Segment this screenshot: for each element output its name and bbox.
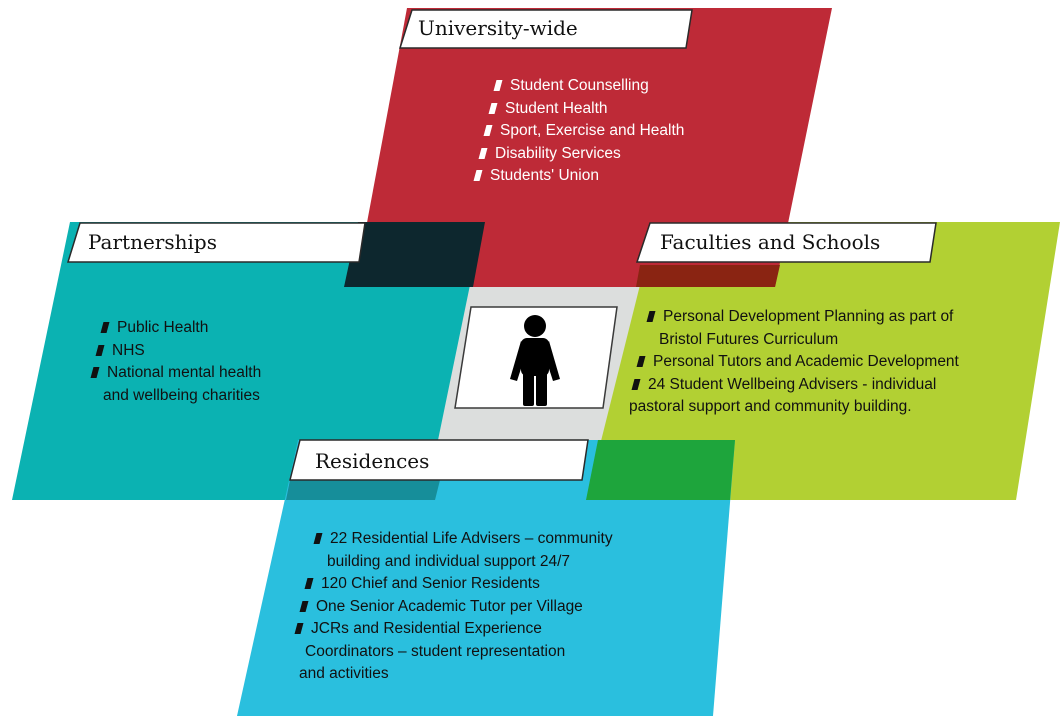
bullet-icon bbox=[636, 356, 646, 367]
bullet-icon bbox=[631, 378, 641, 390]
list-item-text: NHS bbox=[112, 341, 145, 359]
list-item: 24 Student Wellbeing Advisers - individu… bbox=[631, 374, 954, 397]
list-item-text: Personal Development Planning as part of bbox=[663, 308, 954, 325]
partnerships-tab bbox=[66, 222, 366, 263]
list-item: 22 Residential Life Advisers – community bbox=[313, 528, 613, 551]
list-item: Student Health bbox=[488, 98, 689, 121]
list-item-text: Bristol Futures Curriculum bbox=[659, 330, 839, 348]
list-item-text: Sport, Exercise and Health bbox=[500, 122, 685, 139]
list-item: National mental health bbox=[90, 362, 262, 385]
list-item-text: and activities bbox=[299, 665, 389, 682]
list-item: NHS bbox=[95, 340, 266, 363]
list-item-text: Public Health bbox=[117, 319, 209, 336]
list-item-continuation: building and individual support 24/7 bbox=[327, 551, 625, 574]
bullet-icon bbox=[493, 80, 503, 91]
list-item-text: National mental health bbox=[107, 364, 262, 381]
partnerships-list: Public Health NHS National mental health… bbox=[0, 317, 261, 407]
list-item-text: JCRs and Residential Experience bbox=[311, 620, 542, 637]
bullet-icon bbox=[488, 102, 498, 114]
list-item: Personal Tutors and Academic Development bbox=[636, 351, 959, 374]
faculties-list: Personal Development Planning as part of… bbox=[0, 306, 959, 419]
list-item: Public Health bbox=[100, 317, 271, 340]
list-item: Student Counselling bbox=[493, 75, 694, 98]
overlap-faculties-residences bbox=[586, 440, 735, 500]
list-item-text: pastoral support and community building. bbox=[629, 398, 912, 415]
list-item-text: Students' Union bbox=[490, 167, 599, 184]
partnerships-panel bbox=[12, 222, 485, 500]
list-item-continuation: pastoral support and community building. bbox=[629, 396, 950, 419]
list-item-text: Personal Tutors and Academic Development bbox=[653, 353, 959, 370]
residences-panel bbox=[237, 440, 735, 716]
bullet-icon bbox=[478, 147, 488, 159]
list-item-text: 120 Chief and Senior Residents bbox=[321, 575, 540, 592]
list-item-text: 22 Residential Life Advisers – community bbox=[330, 530, 613, 547]
list-item: Students' Union bbox=[473, 165, 674, 188]
bullet-icon bbox=[483, 125, 493, 136]
list-item: JCRs and Residential Experience bbox=[294, 618, 594, 641]
university-wide-list: Student Counselling Student Health Sport… bbox=[0, 75, 684, 188]
faculties-label: Faculties and Schools bbox=[660, 230, 881, 254]
partnerships-label: Partnerships bbox=[88, 230, 217, 254]
overlap-university-faculties bbox=[636, 265, 780, 287]
list-item-text: Student Counselling bbox=[510, 77, 649, 94]
overlap-partnerships-residences bbox=[286, 480, 440, 500]
list-item-text: 24 Student Wellbeing Advisers - individu… bbox=[648, 375, 937, 393]
bullet-icon bbox=[304, 578, 314, 589]
list-item: 120 Chief and Senior Residents bbox=[304, 573, 604, 596]
list-item-text: and wellbeing charities bbox=[103, 386, 260, 404]
bullet-icon bbox=[313, 533, 323, 544]
list-item-text: Disability Services bbox=[495, 144, 621, 162]
list-item-text: building and individual support 24/7 bbox=[327, 552, 571, 570]
faculties-panel bbox=[586, 222, 1060, 500]
list-item-continuation: Coordinators – student representation bbox=[305, 641, 603, 664]
list-item-text: Student Health bbox=[505, 99, 608, 117]
residences-list: 22 Residential Life Advisers – community… bbox=[0, 528, 613, 686]
list-item: Personal Development Planning as part of bbox=[646, 306, 969, 329]
list-item: Sport, Exercise and Health bbox=[483, 120, 685, 143]
bullet-icon bbox=[473, 170, 483, 181]
list-item-continuation: and wellbeing charities bbox=[103, 385, 272, 408]
faculties-tab bbox=[635, 222, 937, 263]
list-item-text: Coordinators – student representation bbox=[305, 642, 566, 660]
overlap-university-partnerships bbox=[344, 222, 485, 287]
bullet-icon bbox=[299, 600, 309, 612]
list-item-continuation: Bristol Futures Curriculum bbox=[659, 329, 980, 352]
university-wide-tab bbox=[398, 9, 693, 49]
residences-tab bbox=[289, 439, 589, 481]
residences-label: Residences bbox=[315, 449, 430, 473]
bullet-icon bbox=[646, 311, 656, 322]
university-wide-label: University-wide bbox=[418, 16, 578, 40]
person-icon bbox=[510, 315, 560, 406]
bullet-icon bbox=[294, 623, 304, 634]
university-panel bbox=[355, 8, 832, 287]
list-item-continuation: and activities bbox=[299, 663, 597, 686]
list-item-text: One Senior Academic Tutor per Village bbox=[316, 597, 583, 615]
list-item: One Senior Academic Tutor per Village bbox=[299, 596, 599, 619]
list-item: Disability Services bbox=[478, 143, 679, 166]
